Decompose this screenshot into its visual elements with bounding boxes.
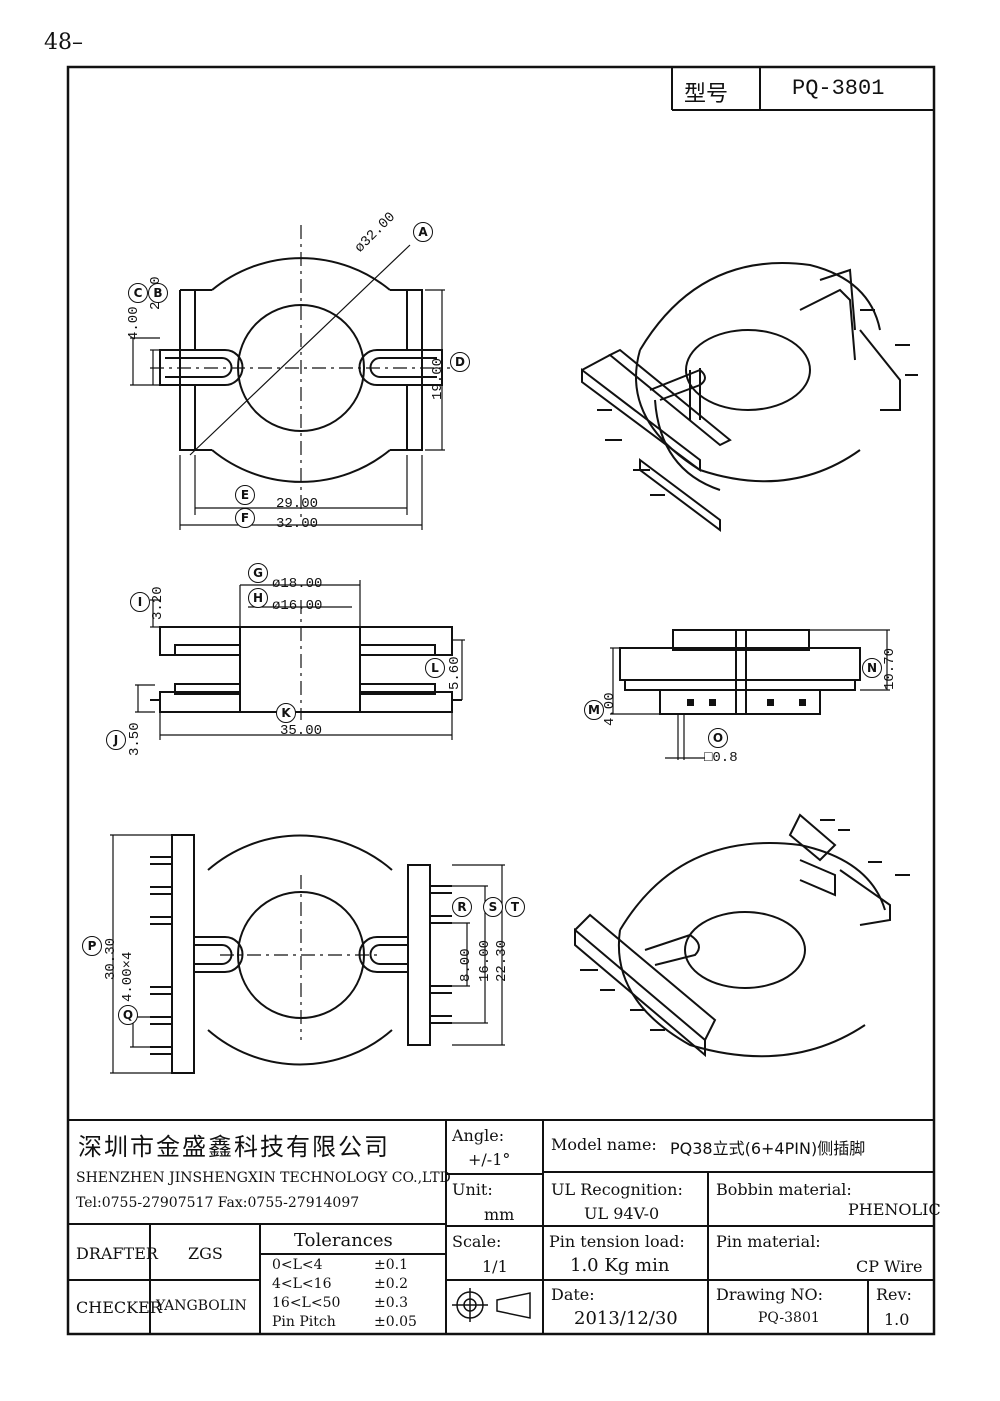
dim-S: 16.00	[477, 939, 493, 982]
dimension-callout-d: D	[450, 352, 470, 372]
company-name-en: SHENZHEN JINSHENGXIN TECHNOLOGY CO.,LTD	[76, 1170, 451, 1186]
drawing-no-value: PQ-3801	[758, 1310, 820, 1326]
dimension-callout-q: Q	[118, 1005, 138, 1025]
tolerance-value-4: ±0.05	[374, 1314, 417, 1330]
top-view	[159, 257, 443, 483]
dim-N: 10.70	[882, 647, 898, 690]
dimension-callout-o: O	[708, 728, 728, 748]
tolerance-value-2: ±0.2	[374, 1276, 408, 1292]
drawing-frame	[66, 65, 936, 1336]
dimension-callout-f: F	[235, 508, 255, 528]
dimension-callout-i: I	[130, 592, 150, 612]
bobbin-material-label: Bobbin material:	[716, 1180, 852, 1199]
dimension-callout-s: S	[483, 897, 503, 917]
model-name-label: Model name:	[551, 1135, 657, 1154]
isometric-view-top	[581, 262, 918, 532]
dim-P: 30.30	[103, 937, 119, 980]
dim-I: 3.20	[150, 586, 166, 620]
tolerance-range-4: Pin Pitch	[272, 1314, 336, 1330]
scale-label: Scale:	[452, 1232, 502, 1251]
drafter-value: ZGS	[188, 1244, 223, 1263]
rev-label: Rev:	[876, 1285, 912, 1304]
dim-F: 32.00	[276, 516, 319, 532]
pin-tension-value: 1.0 Kg min	[570, 1255, 670, 1276]
pin-material-value: CP Wire	[856, 1257, 923, 1276]
pin-material-label: Pin material:	[716, 1232, 821, 1251]
dim-T: 22.30	[494, 939, 510, 982]
dim-D: 19.00	[430, 357, 446, 400]
pin-tension-label: Pin tension load:	[549, 1232, 685, 1251]
projection-symbol	[452, 1288, 531, 1322]
dimension-callout-p: P	[82, 936, 102, 956]
dim-Q: 4.00×4	[120, 951, 136, 1002]
bottom-view	[150, 834, 452, 1074]
dimension-callout-a: A	[413, 222, 433, 242]
dim-K: 35.00	[280, 723, 323, 739]
tolerance-value-3: ±0.3	[374, 1295, 408, 1311]
unit-value: mm	[484, 1205, 515, 1224]
front-view-dims	[610, 629, 890, 760]
tolerance-range-3: 16<L<50	[272, 1295, 341, 1311]
dimension-callout-l: L	[425, 658, 445, 678]
checker-value: YANGBOLIN	[156, 1298, 247, 1314]
page-number: 48–	[44, 30, 83, 55]
dim-C: 4.00	[126, 306, 142, 340]
dim-L: 5.60	[447, 656, 463, 690]
tolerance-value-1: ±0.1	[374, 1257, 408, 1273]
scale-value: 1/1	[482, 1257, 508, 1276]
dim-G: ø18.00	[272, 576, 323, 592]
bottom-view-dims	[110, 834, 505, 1074]
dim-E: 29.00	[276, 496, 319, 512]
date-label: Date:	[551, 1285, 595, 1304]
dim-R: 8.00	[458, 948, 474, 982]
company-contact: Tel:0755-27907517 Fax:0755-27914097	[76, 1195, 360, 1211]
company-name-cn: 深圳市金盛鑫科技有限公司	[78, 1133, 390, 1161]
dimension-callout-h: H	[248, 588, 268, 608]
title-block-grid	[68, 1119, 934, 1334]
date-value: 2013/12/30	[574, 1308, 678, 1329]
dimension-callout-n: N	[862, 658, 882, 678]
front-view	[619, 629, 861, 715]
dimension-callout-g: G	[248, 563, 268, 583]
dimension-callout-r: R	[452, 897, 472, 917]
tolerances-label: Tolerances	[294, 1230, 393, 1251]
drawing-no-label: Drawing NO:	[716, 1285, 823, 1304]
angle-value: +/-1°	[468, 1150, 511, 1169]
tolerance-range-2: 4<L<16	[272, 1276, 332, 1292]
dim-J: 3.50	[127, 722, 143, 756]
dimension-callout-k: K	[276, 703, 296, 723]
rev-value: 1.0	[884, 1310, 910, 1329]
side-view-dims	[135, 580, 465, 740]
drafter-label: DRAFTER	[76, 1244, 158, 1263]
model-name-value: PQ38立式(6+4PIN)侧插脚	[670, 1139, 866, 1158]
dim-H: ø16.00	[272, 598, 323, 614]
unit-label: Unit:	[452, 1180, 493, 1199]
dimension-callout-t: T	[505, 897, 525, 917]
dimension-callout-c: C	[128, 283, 148, 303]
dimension-callout-b: B	[148, 283, 168, 303]
dim-O: □0.8	[704, 750, 738, 766]
top-view-dims	[130, 225, 450, 530]
bobbin-material-value: PHENOLIC	[848, 1200, 941, 1219]
ul-recognition-label: UL Recognition:	[551, 1180, 683, 1199]
dimension-callout-j: J	[106, 730, 126, 750]
checker-label: CHECKER	[76, 1298, 162, 1317]
tolerance-range-1: 0<L<4	[272, 1257, 323, 1273]
dimension-callout-m: M	[584, 700, 604, 720]
ul-recognition-value: UL 94V-0	[584, 1204, 660, 1223]
model-label: 型号	[684, 82, 729, 107]
model-value: PQ-3801	[792, 76, 885, 101]
dimension-callout-e: E	[235, 485, 255, 505]
isometric-view-bottom	[574, 813, 910, 1058]
angle-label: Angle:	[452, 1126, 505, 1145]
side-view	[150, 626, 462, 713]
dim-M: 4.00	[602, 692, 618, 726]
